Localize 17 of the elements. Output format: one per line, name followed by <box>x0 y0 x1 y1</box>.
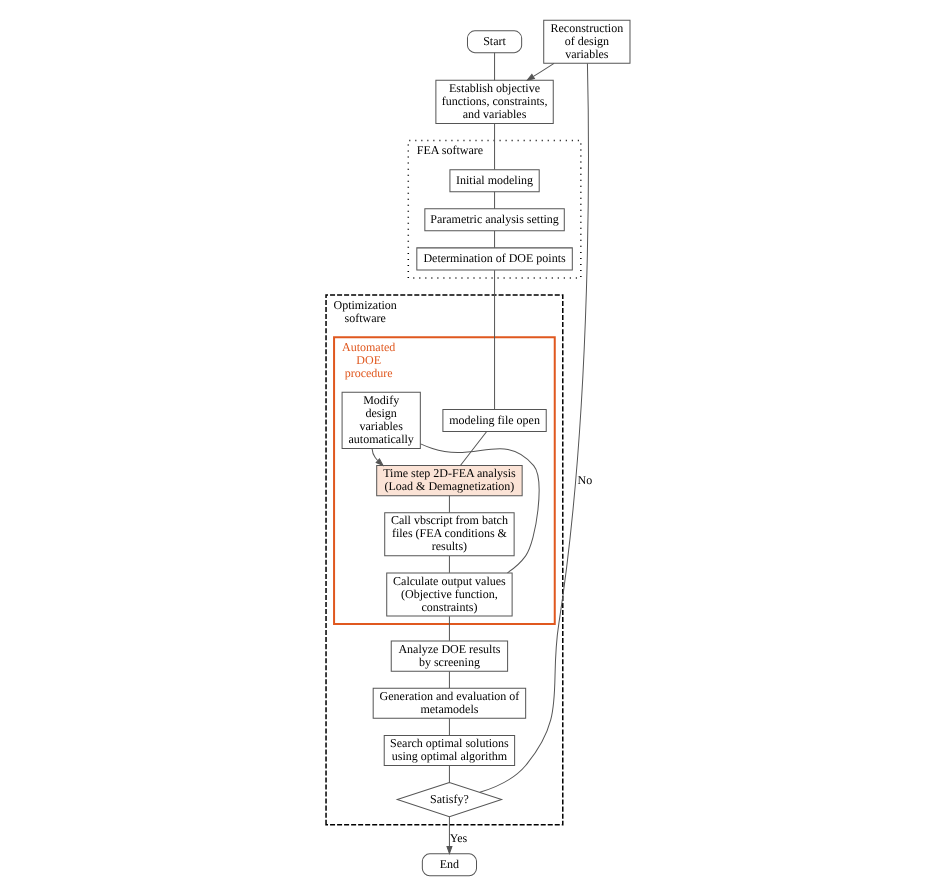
connector <box>494 52 496 81</box>
connector <box>479 63 589 793</box>
connector <box>448 718 450 736</box>
arrow <box>371 448 384 466</box>
arrow <box>526 62 555 81</box>
connector <box>494 123 496 171</box>
connector <box>448 555 450 574</box>
connector <box>459 431 488 466</box>
connector <box>448 495 450 513</box>
connector <box>448 765 450 783</box>
connector <box>420 443 540 574</box>
connector <box>494 269 496 410</box>
arrow <box>446 816 453 854</box>
connector <box>448 670 450 689</box>
connector <box>494 191 496 210</box>
connector <box>494 230 496 249</box>
connector <box>448 615 450 642</box>
